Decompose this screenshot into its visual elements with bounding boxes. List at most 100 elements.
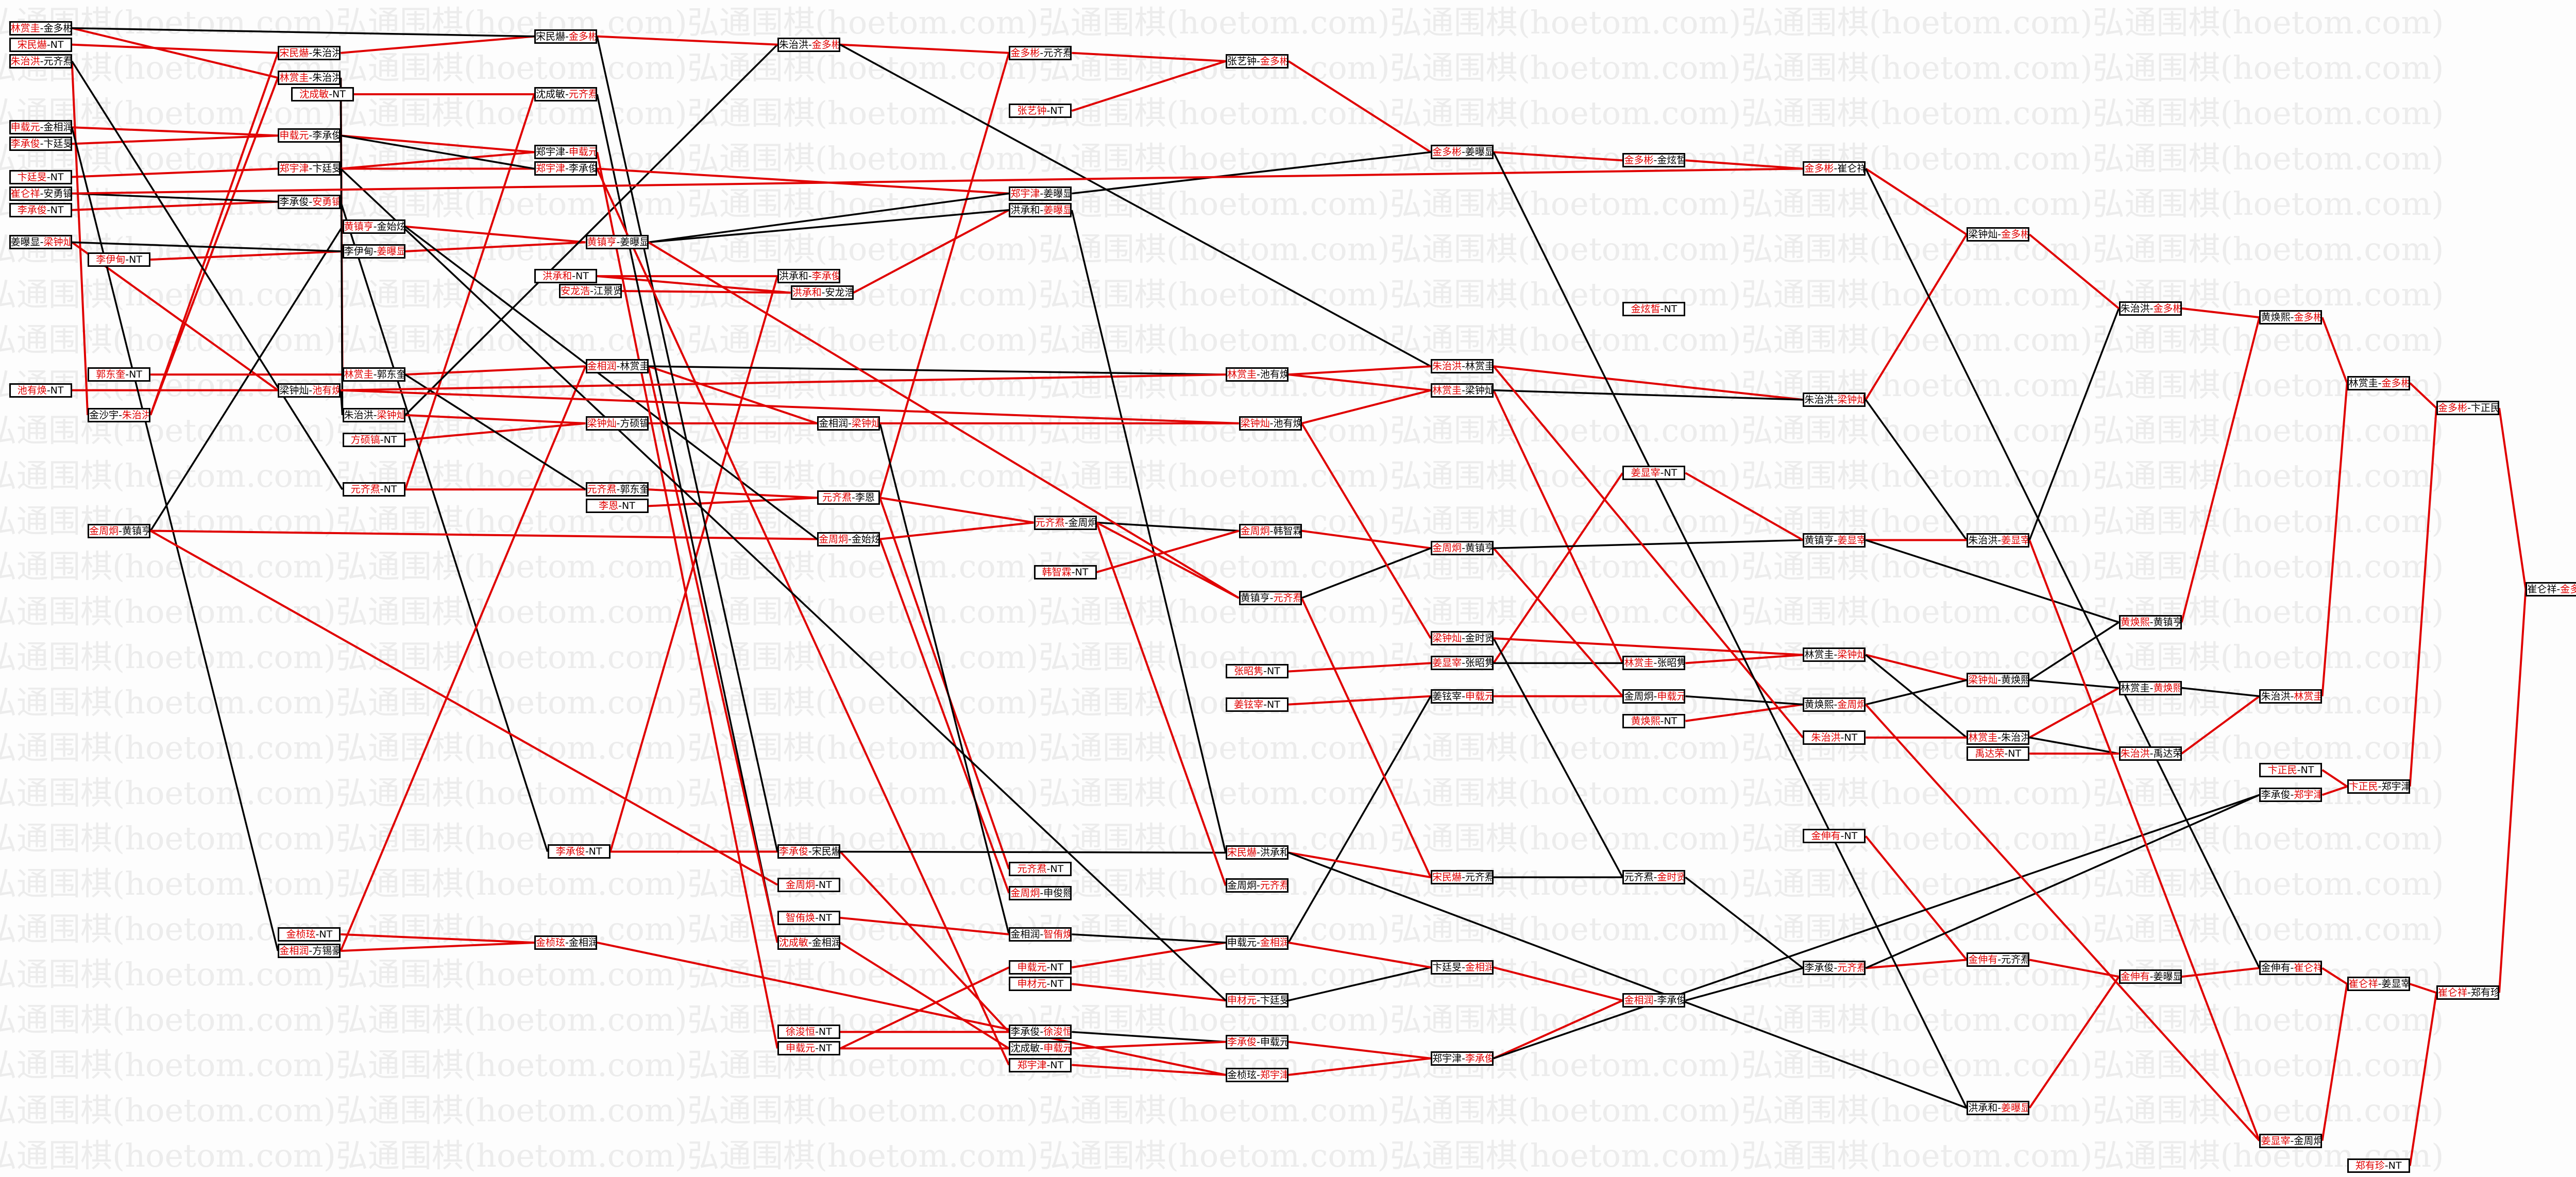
match-box[interactable]: 李恩NT <box>585 499 649 514</box>
match-box[interactable]: 李承俊安勇镐 <box>278 194 341 209</box>
match-box[interactable]: 元齐焄金周炯 <box>1033 515 1097 530</box>
match-box[interactable]: 林赏圭黄焕熙 <box>2119 680 2182 695</box>
match-box[interactable]: 宋民爀金多彬 <box>534 29 597 44</box>
match-box[interactable]: 洪承和NT <box>534 269 597 284</box>
match-box[interactable]: 朱治洪金多彬 <box>2119 301 2182 316</box>
match-box[interactable]: 沈成敏NT <box>291 87 354 101</box>
match-box[interactable]: 金桢玹金相润 <box>534 935 597 950</box>
match-box[interactable]: 方硕镐NT <box>342 432 405 447</box>
match-box[interactable]: 卞正民郑宇津 <box>2347 779 2410 794</box>
match-box[interactable]: 郭东奎NT <box>88 367 151 382</box>
match-box[interactable]: 金伸有姜曝显 <box>2119 969 2182 984</box>
match-box[interactable]: 宋民爀洪承和 <box>1225 845 1289 860</box>
match-box[interactable]: 姜铉宰申载元 <box>1431 689 1494 704</box>
match-box[interactable]: 沈成敏申载元 <box>1009 1041 1072 1056</box>
match-box[interactable]: 张昭隽NT <box>1225 664 1289 679</box>
match-box[interactable]: 朱治洪姜显宰 <box>1967 533 2030 548</box>
match-box[interactable]: 姜铉宰NT <box>1225 697 1289 712</box>
match-box[interactable]: 金周炯NT <box>777 877 840 892</box>
match-box[interactable]: 李承俊申载元 <box>1225 1034 1289 1049</box>
match-box[interactable]: 元齐焄李恩 <box>817 490 880 505</box>
match-box[interactable]: 金桢玹NT <box>278 927 341 942</box>
match-box[interactable]: 郑宇津NT <box>1009 1057 1072 1072</box>
match-box[interactable]: 梁钟灿金多彬 <box>1967 227 2030 242</box>
match-box[interactable]: 金相润智侑焕 <box>1009 927 1072 942</box>
match-box[interactable]: 李承俊徐浚恒 <box>1009 1025 1072 1039</box>
match-box[interactable]: 元齐焄NT <box>342 482 405 497</box>
match-box[interactable]: 黄镇亨姜显宰 <box>1803 533 1866 548</box>
match-box[interactable]: 李承俊NT <box>9 202 72 217</box>
match-box[interactable]: 卞廷旻NT <box>9 169 72 184</box>
match-box[interactable]: 金相润方锡豪 <box>278 944 341 958</box>
match-box[interactable]: 安龙浩江景贤 <box>559 284 622 299</box>
match-box[interactable]: 金周炯金始炫 <box>817 532 880 547</box>
match-box[interactable]: 金伸有元齐焄 <box>1967 952 2030 967</box>
match-box[interactable]: 申材元NT <box>1009 977 1072 992</box>
match-box[interactable]: 禹达荣NT <box>1967 746 2030 761</box>
match-box[interactable]: 金相润林赏圭 <box>585 359 649 374</box>
match-box[interactable]: 金伸有崔仑祥 <box>2259 961 2323 976</box>
match-box[interactable]: 朱治洪元齐焄 <box>9 54 72 69</box>
match-box[interactable]: 沈成敏金相润 <box>777 935 840 950</box>
match-box[interactable]: 金炫皙NT <box>1622 302 1686 317</box>
match-box[interactable]: 黄焕熙金周炯 <box>1803 697 1866 712</box>
match-box[interactable]: 朱治洪梁钟灿 <box>1803 392 1866 407</box>
match-box[interactable]: 黄焕熙金多彬 <box>2259 310 2323 325</box>
match-box[interactable]: 姜显宰NT <box>1622 466 1686 481</box>
match-box[interactable]: 徐浚恒NT <box>777 1025 840 1039</box>
match-box[interactable]: 洪承和姜曝显 <box>1967 1101 2030 1115</box>
match-box[interactable]: 崔仑祥安勇镐 <box>9 186 72 201</box>
match-box[interactable]: 郑宇津李承俊 <box>534 161 597 176</box>
match-box[interactable]: 郑宇津姜曝显 <box>1009 186 1072 201</box>
match-box[interactable]: 申载元金相润 <box>9 120 72 135</box>
match-box[interactable]: 郑宇津申载元 <box>534 145 597 160</box>
match-box[interactable]: 李伊甸姜曝显 <box>342 244 405 259</box>
match-box[interactable]: 洪承和安龙浩 <box>790 285 854 300</box>
match-box[interactable]: 申材元卞廷旻 <box>1225 993 1289 1008</box>
match-box[interactable]: 崔仑祥金多彬 <box>2526 582 2576 597</box>
match-box[interactable]: 金多彬元齐焄 <box>1009 45 1072 60</box>
match-box[interactable]: 卞廷旻金相润 <box>1431 960 1494 975</box>
match-box[interactable]: 金周炯黄镇亨 <box>1431 541 1494 556</box>
match-box[interactable]: 金周炯元齐焄 <box>1225 878 1289 893</box>
match-box[interactable]: 黄镇亨金始炫 <box>342 219 405 234</box>
match-box[interactable]: 朱治洪金多彬 <box>777 37 840 52</box>
match-box[interactable]: 卞正民NT <box>2259 762 2323 777</box>
match-box[interactable]: 郑宇津李承俊 <box>1431 1051 1494 1066</box>
match-box[interactable]: 智侑焕NT <box>777 910 840 925</box>
match-box[interactable]: 黄镇亨姜曝显 <box>585 235 649 250</box>
match-box[interactable]: 姜显宰张昭隽 <box>1431 656 1494 671</box>
match-box[interactable]: 韩智霖NT <box>1033 565 1097 579</box>
match-box[interactable]: 崔仑祥郑有珍 <box>2436 985 2499 1000</box>
match-box[interactable]: 宋民爀元齐焄 <box>1431 870 1494 885</box>
match-box[interactable]: 金多彬崔仑祥 <box>1803 161 1866 176</box>
match-box[interactable]: 洪承和姜曝显 <box>1009 202 1072 217</box>
match-box[interactable]: 元齐焄NT <box>1009 862 1072 877</box>
match-box[interactable]: 元齐焄郭东奎 <box>585 482 649 497</box>
match-box[interactable]: 郑宇津卞廷旻 <box>278 161 341 176</box>
match-box[interactable]: 金多彬姜曝显 <box>1431 145 1494 160</box>
match-box[interactable]: 姜显宰金周炯 <box>2259 1133 2323 1148</box>
match-box[interactable]: 姜曝显梁钟灿 <box>9 235 72 250</box>
match-box[interactable]: 申载元NT <box>1009 960 1072 975</box>
match-box[interactable]: 朱治洪梁钟灿 <box>342 407 405 422</box>
match-box[interactable]: 黄焕熙NT <box>1622 713 1686 728</box>
match-box[interactable]: 林赏圭朱治洪 <box>1967 730 2030 745</box>
match-box[interactable]: 李伊甸NT <box>88 252 151 267</box>
match-box[interactable]: 朱治洪NT <box>1803 730 1866 745</box>
match-box[interactable]: 宋民爀朱治洪 <box>278 45 341 60</box>
match-box[interactable]: 宋民爀NT <box>9 37 72 52</box>
match-box[interactable]: 申载元李承俊 <box>278 128 341 143</box>
match-box[interactable]: 李承俊宋民爀 <box>777 844 840 859</box>
match-box[interactable]: 林赏圭金多彬 <box>2347 376 2410 390</box>
